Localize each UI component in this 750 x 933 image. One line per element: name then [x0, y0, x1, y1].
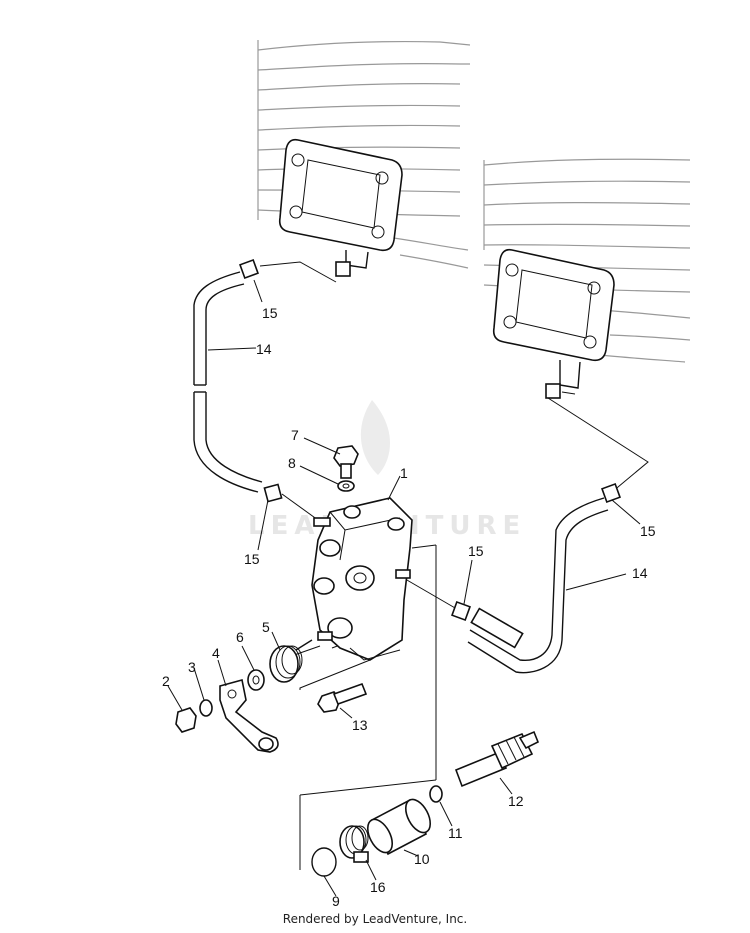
hose-right [467, 497, 609, 674]
spring-5 [269, 639, 313, 683]
callout-6: 6 [236, 629, 244, 645]
hose-clamps [239, 259, 621, 621]
callout-10: 10 [414, 851, 430, 867]
bushing-10 [366, 798, 432, 856]
lever-4 [219, 679, 279, 753]
callout-1: 1 [400, 465, 408, 481]
callout-7: 7 [291, 427, 299, 443]
callout-15-bottom-left: 15 [244, 551, 260, 567]
callout-15-top-left: 15 [262, 305, 278, 321]
cylinder-left [257, 40, 471, 277]
callout-2: 2 [162, 673, 170, 689]
callout-12: 12 [508, 793, 524, 809]
callout-8: 8 [288, 455, 296, 471]
callout-15-right: 15 [640, 523, 656, 539]
footer-credit: Rendered by LeadVenture, Inc. [282, 912, 468, 926]
nut-2 [175, 707, 197, 733]
bolt-13 [317, 682, 368, 713]
bolt-7 [333, 445, 359, 492]
callouts: 1 2 3 4 5 6 7 8 9 10 11 12 13 14 14 15 1… [162, 305, 656, 909]
gear-16 [339, 825, 369, 863]
callout-9: 9 [332, 893, 340, 909]
callout-13: 13 [352, 717, 368, 733]
callout-5: 5 [262, 619, 270, 635]
callout-3: 3 [188, 659, 196, 675]
callout-14-left: 14 [256, 341, 272, 357]
oil-pump [311, 497, 413, 661]
callout-16: 16 [370, 879, 386, 895]
o-ring-9 [311, 847, 337, 877]
washer-3 [199, 699, 213, 717]
callout-14-right: 14 [632, 565, 648, 581]
callout-leaders [167, 279, 641, 897]
callout-11: 11 [448, 825, 463, 841]
shaft-12 [454, 730, 540, 788]
hose-left [193, 271, 263, 493]
cylinder-right [483, 158, 691, 399]
callout-4: 4 [212, 645, 220, 661]
washer-11 [429, 785, 443, 803]
washer-6 [247, 669, 265, 691]
callout-15-middle: 15 [468, 543, 484, 559]
